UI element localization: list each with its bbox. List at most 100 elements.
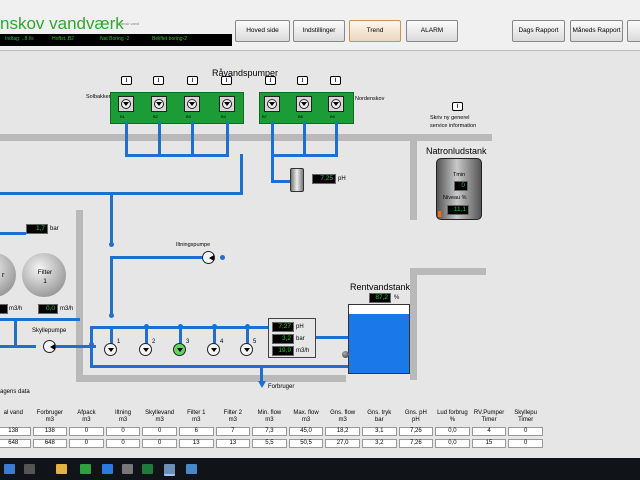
table-cell: 13 bbox=[179, 439, 214, 448]
table-header-unit: pH bbox=[412, 417, 420, 423]
info-icon[interactable]: i bbox=[265, 76, 276, 85]
backwash-pump[interactable] bbox=[43, 340, 56, 353]
pipe bbox=[240, 154, 243, 194]
taskbar bbox=[0, 458, 640, 480]
pipe bbox=[271, 154, 338, 157]
table-cell: 0 bbox=[105, 427, 141, 436]
app-icon[interactable] bbox=[80, 464, 91, 474]
info-icon[interactable]: i bbox=[221, 76, 232, 85]
scada-app-icon[interactable] bbox=[164, 464, 175, 476]
service-info-line1[interactable]: Skriv ny generel bbox=[430, 115, 470, 121]
raw-pump-b1[interactable] bbox=[118, 96, 134, 112]
table-header-unit: m3 bbox=[338, 417, 347, 423]
pump-id: B4 bbox=[221, 114, 226, 119]
pipe bbox=[226, 122, 229, 156]
pipe bbox=[110, 326, 113, 344]
pressure-value: 1,7 bbox=[26, 224, 48, 234]
file-explorer-icon[interactable] bbox=[56, 464, 67, 474]
status-text: Indtag: ..8 l/s bbox=[5, 36, 34, 42]
table-header-unit: m3 bbox=[192, 417, 201, 423]
pure-pump-number: 3 bbox=[186, 339, 190, 345]
raw-pump-b8[interactable] bbox=[296, 96, 312, 112]
pure-pump-4[interactable] bbox=[207, 343, 220, 356]
building-wall bbox=[76, 375, 346, 382]
trend-button[interactable]: Trend bbox=[349, 20, 401, 42]
daily-report-button[interactable]: Dags Rapport bbox=[512, 20, 565, 42]
out-ph-value: 7,27 bbox=[272, 322, 294, 332]
aeration-pump[interactable] bbox=[202, 251, 215, 264]
status-strip: Indtag: ..8 l/s Hoftst..B2 Nat Boring -2… bbox=[0, 34, 232, 46]
table-cell: 0 bbox=[508, 439, 543, 448]
filter-1[interactable] bbox=[22, 253, 66, 297]
info-icon[interactable]: i bbox=[330, 76, 341, 85]
raw-pump-b4[interactable] bbox=[219, 96, 235, 112]
home-button[interactable]: Hoved side bbox=[235, 20, 290, 42]
info-icon[interactable]: i bbox=[297, 76, 308, 85]
table-cell: 138 bbox=[32, 427, 68, 436]
info-icon[interactable]: i bbox=[187, 76, 198, 85]
clean-water-level-unit: % bbox=[394, 295, 400, 301]
info-icon[interactable]: i bbox=[153, 76, 164, 85]
building-wall bbox=[410, 268, 417, 380]
pressure-unit: bar bbox=[50, 226, 59, 232]
pipe bbox=[271, 180, 291, 183]
table-cell: 13 bbox=[215, 439, 251, 448]
search-icon[interactable] bbox=[24, 464, 35, 474]
raw-pump-b7[interactable] bbox=[264, 96, 280, 112]
service-info-line2[interactable]: service information bbox=[430, 123, 477, 129]
clean-water-tank bbox=[348, 304, 410, 374]
alarm-button[interactable]: ALARM bbox=[406, 20, 458, 42]
table-header-unit: m3 bbox=[118, 417, 128, 423]
backwash-pump-label: Skyllepumpe bbox=[32, 328, 67, 334]
edge-icon[interactable] bbox=[102, 464, 113, 474]
natron-level-value: 11,1 bbox=[447, 205, 469, 215]
info-icon[interactable]: i bbox=[121, 76, 132, 85]
extra-report-button[interactable] bbox=[627, 20, 640, 42]
raw-pump-b2[interactable] bbox=[151, 96, 167, 112]
tmin-value: 0 bbox=[454, 181, 468, 191]
excel-icon[interactable] bbox=[142, 464, 153, 474]
building-wall bbox=[76, 210, 83, 382]
table-cell: 18,2 bbox=[325, 427, 360, 436]
pipe bbox=[0, 345, 36, 348]
filter-2-flow-value bbox=[0, 304, 8, 314]
pure-pump-3[interactable] bbox=[173, 343, 186, 356]
ph-top-value: 7,25 bbox=[312, 174, 336, 184]
start-icon[interactable] bbox=[4, 464, 15, 474]
pure-pump-2[interactable] bbox=[139, 343, 152, 356]
table-cell: 0 bbox=[508, 427, 543, 436]
table-header: Lud forbrug% bbox=[435, 410, 470, 424]
table-header-label: Afpack bbox=[77, 410, 96, 416]
filter-2[interactable] bbox=[0, 253, 16, 297]
pipe bbox=[145, 326, 148, 344]
remote-desktop-icon[interactable] bbox=[186, 464, 197, 474]
table-header-label: Skyllevand bbox=[145, 410, 175, 416]
pure-pump-5[interactable] bbox=[240, 343, 253, 356]
table-header-unit: Timer bbox=[481, 417, 497, 423]
service-info-icon[interactable]: i bbox=[452, 102, 463, 111]
settings-button[interactable]: Indstillinger bbox=[293, 20, 345, 42]
raw-pump-b3[interactable] bbox=[184, 96, 200, 112]
calculator-icon[interactable] bbox=[122, 464, 133, 474]
table-cell: 648 bbox=[32, 439, 68, 448]
filter-2-flow-unit: m3/h bbox=[9, 306, 23, 312]
raw-pump-b9[interactable] bbox=[328, 96, 344, 112]
table-cell: 0 bbox=[69, 439, 104, 448]
table-header-label: Lud forbrug bbox=[437, 410, 468, 416]
pipe-junction bbox=[245, 324, 250, 329]
table-cell: 0 bbox=[69, 427, 104, 436]
pipe-junction bbox=[144, 324, 149, 329]
monthly-report-button[interactable]: Måneds Rapport bbox=[570, 20, 623, 42]
table-cell: 0,0 bbox=[435, 427, 470, 436]
pipe bbox=[303, 122, 306, 156]
natron-level-bar bbox=[438, 210, 441, 217]
pure-pump-1[interactable] bbox=[104, 343, 117, 356]
pipe bbox=[260, 365, 263, 383]
